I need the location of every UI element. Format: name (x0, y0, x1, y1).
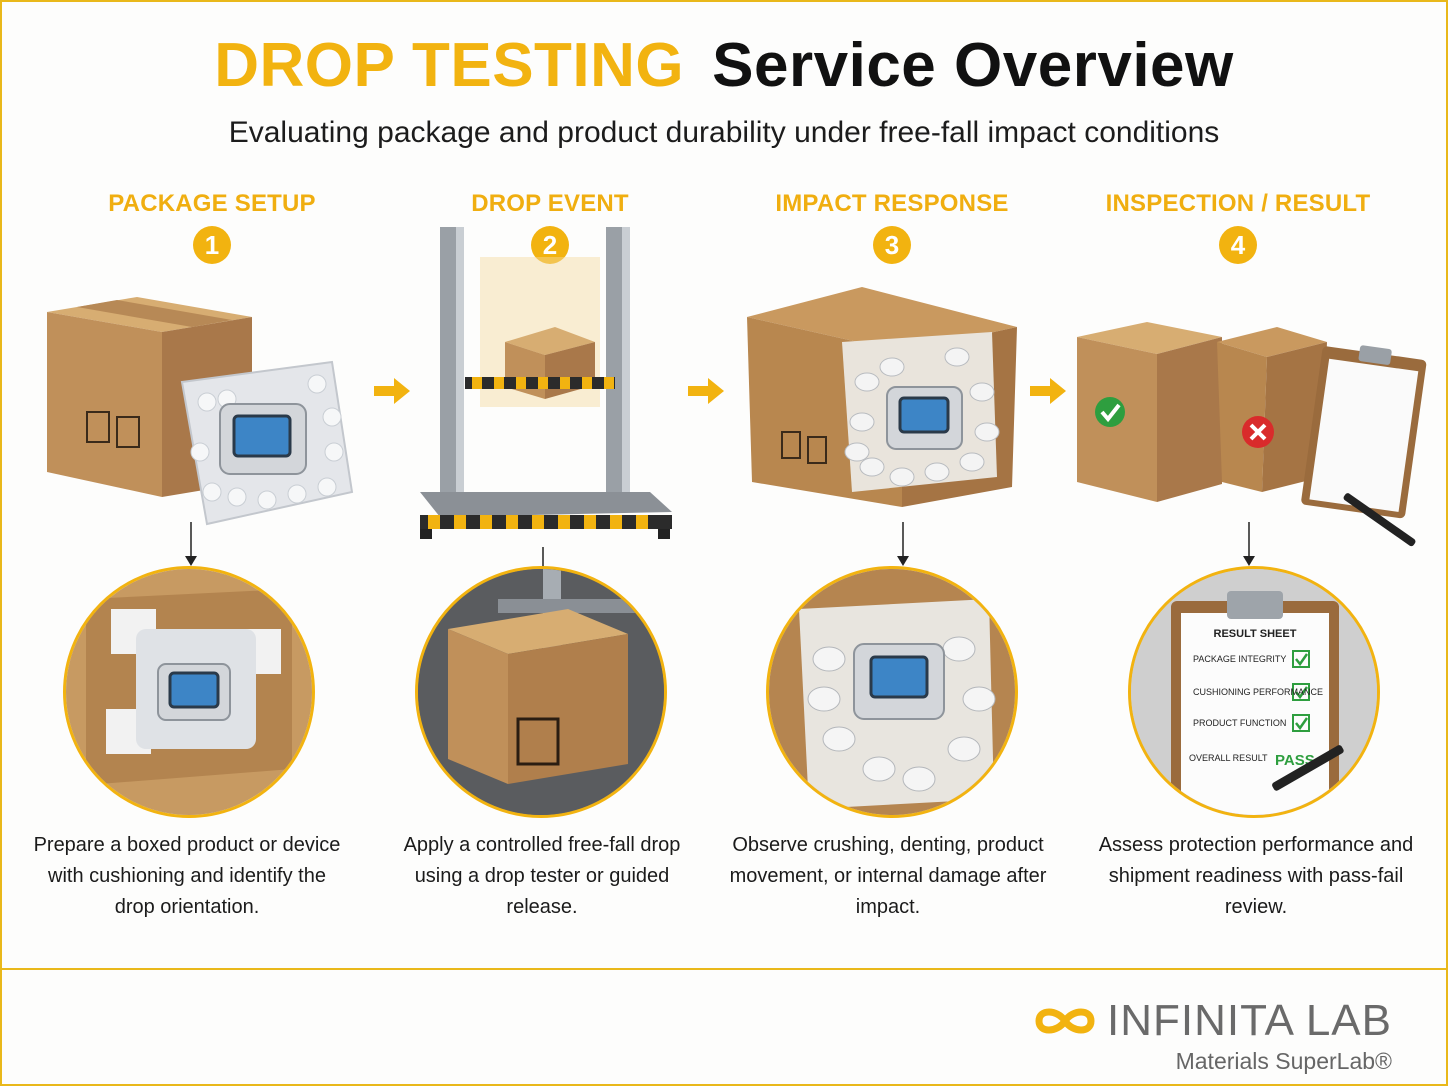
title-accent: DROP TESTING (214, 31, 685, 100)
step-2-number: 2 (531, 226, 569, 264)
drop-detail-circle (415, 566, 667, 818)
arrow-right-icon (1030, 378, 1066, 404)
infinity-icon (1035, 1008, 1095, 1034)
arrow-down-icon (1243, 522, 1255, 566)
company-logo: INFINITA LAB Materials SuperLab® (1033, 996, 1392, 1075)
step-1-number: 1 (193, 226, 231, 264)
arrow-right-icon (374, 378, 410, 404)
result-row-3: PRODUCT FUNCTION (1193, 718, 1286, 728)
result-sheet-detail: RESULT SHEET PACKAGE INTEGRITY CUSHIONIN… (1131, 569, 1377, 815)
page-subtitle: Evaluating package and product durabilit… (228, 116, 1220, 149)
step-2-header: DROP EVENT 2 (400, 190, 700, 264)
step-2-label: DROP EVENT (471, 190, 629, 217)
step-2-description: Apply a controlled free-fall drop using … (403, 834, 681, 918)
package-setup-illustration (47, 297, 354, 526)
overall-result-label: OVERALL RESULT (1189, 753, 1268, 763)
logo-tagline: Materials SuperLab® (1175, 1048, 1392, 1074)
step-3-header: IMPACT RESPONSE 3 (742, 190, 1042, 264)
logo-name: INFINITA LAB (1106, 996, 1392, 1045)
drop-tester-illustration (420, 227, 672, 539)
result-row-2: CUSHIONING PERFORMANCE (1193, 687, 1323, 697)
result-detail-circle: RESULT SHEET PACKAGE INTEGRITY CUSHIONIN… (1128, 566, 1380, 818)
step-4-label: INSPECTION / RESULT (1105, 190, 1371, 217)
damage-detail-circle (766, 566, 1018, 818)
page-title: DROP TESTING Service Overview (2, 30, 1446, 101)
result-row-1: PACKAGE INTEGRITY (1193, 654, 1286, 664)
inspection-illustration (1077, 322, 1427, 547)
step-1-description: Prepare a boxed product or device with c… (33, 834, 341, 918)
footer-divider (2, 968, 1446, 970)
packed-box-detail (66, 569, 312, 815)
impact-response-illustration (747, 287, 1017, 507)
arrow-down-icon (897, 522, 909, 566)
step-3-label: IMPACT RESPONSE (775, 190, 1009, 217)
step-1-header: PACKAGE SETUP 1 (62, 190, 362, 264)
dropping-box-detail (418, 569, 664, 815)
logo-wordmark: INFINITA LAB (1033, 996, 1392, 1046)
damaged-box-detail (769, 569, 1015, 815)
arrow-right-icon (688, 378, 724, 404)
step-3-number: 3 (873, 226, 911, 264)
result-sheet-title: RESULT SHEET (1214, 628, 1297, 640)
title-main: Service Overview (712, 31, 1234, 100)
step-4-header: INSPECTION / RESULT 4 (1088, 190, 1388, 264)
step-1-label: PACKAGE SETUP (108, 190, 316, 217)
step-3-description: Observe crushing, denting, product movem… (729, 834, 1047, 918)
packing-detail-circle (63, 566, 315, 818)
step-4-number: 4 (1219, 226, 1257, 264)
step-4-description: Assess protection performance and shipme… (1098, 834, 1414, 918)
arrow-down-icon (185, 522, 197, 566)
